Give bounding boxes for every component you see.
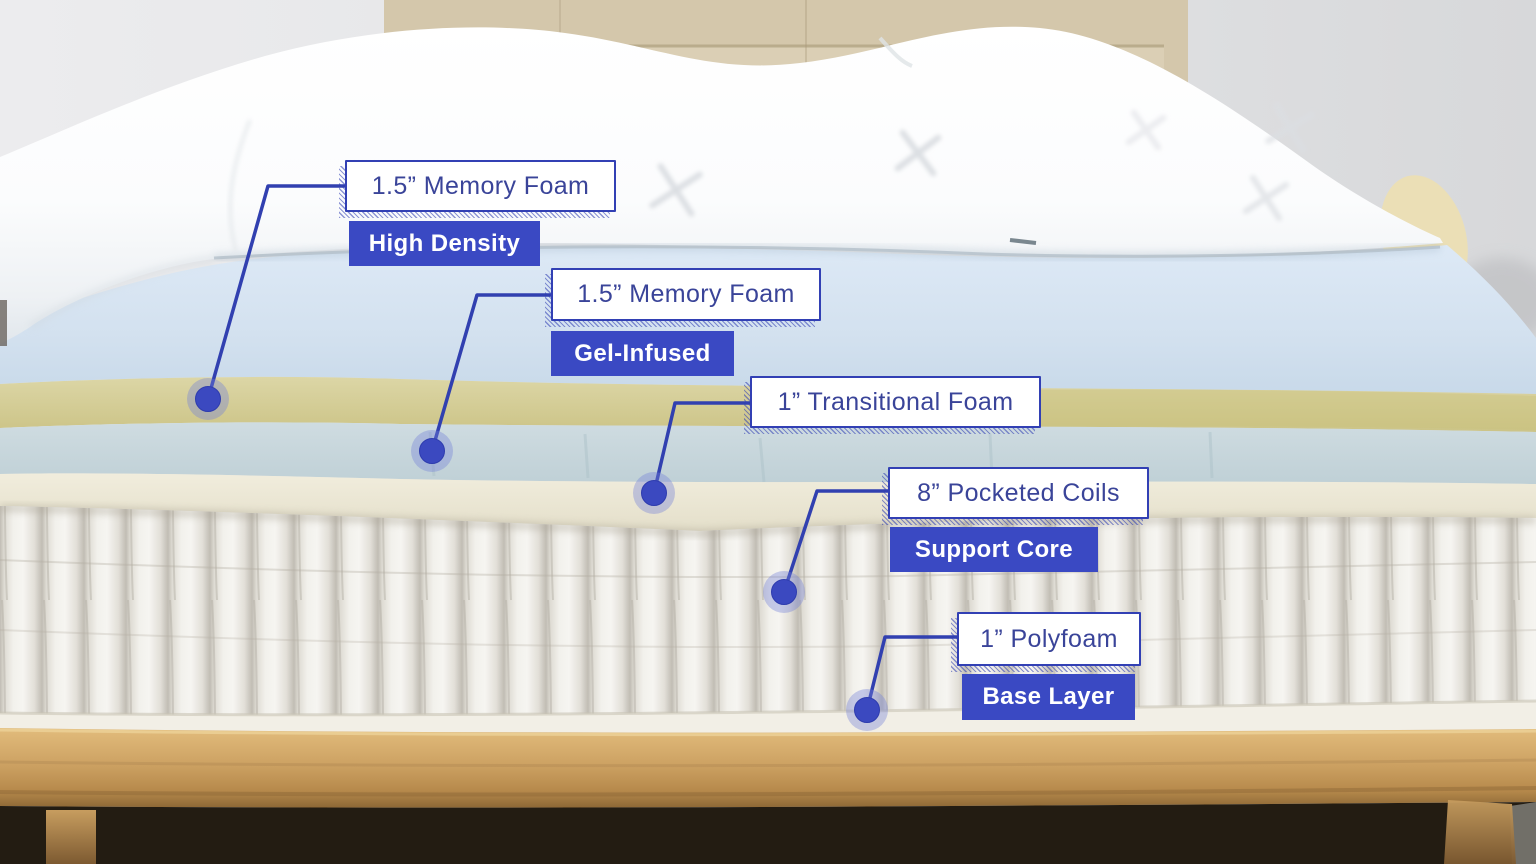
gel-foam-layer-edge [0, 422, 1536, 484]
callout-dots [187, 378, 888, 731]
leader-line-memory-foam-hd [206, 184, 345, 400]
quilt-stitch-icon [649, 103, 1315, 222]
label-title: 1.5” Memory Foam [371, 171, 590, 200]
tag-high-density: High Density [349, 221, 540, 266]
label-transitional-foam: 1” Transitional Foam [750, 376, 1041, 428]
tag-base-layer: Base Layer [962, 674, 1135, 720]
under-bed-shadow [0, 802, 1536, 864]
label-memory-foam-high-density: 1.5” Memory Foam [345, 160, 616, 212]
leader-line-gel-infused [430, 293, 551, 452]
floor [1510, 802, 1536, 864]
label-title: 8” Pocketed Coils [917, 478, 1120, 507]
transitional-foam-edge [0, 473, 1536, 531]
bed-frame-rail [0, 728, 1536, 808]
label-polyfoam: 1” Polyfoam [957, 612, 1141, 666]
label-title: 1” Transitional Foam [777, 387, 1014, 416]
leader-line-transitional [652, 401, 750, 494]
label-title: 1.5” Memory Foam [577, 280, 795, 308]
bed-leg-left [46, 810, 96, 864]
label-pocketed-coils: 8” Pocketed Coils [888, 467, 1149, 519]
left-edge-shadow [0, 300, 7, 346]
tag-support-core: Support Core [890, 527, 1098, 572]
label-title: 1” Polyfoam [980, 624, 1118, 653]
bed-leg-right [1444, 800, 1516, 864]
leader-line-polyfoam [865, 635, 957, 711]
tag-gel-infused: Gel-Infused [551, 331, 734, 376]
base-fabric-lip [0, 701, 1536, 733]
leader-line-coils [782, 489, 888, 593]
pocketed-coils [0, 506, 1536, 715]
label-memory-foam-gel-infused: 1.5” Memory Foam [551, 268, 821, 321]
